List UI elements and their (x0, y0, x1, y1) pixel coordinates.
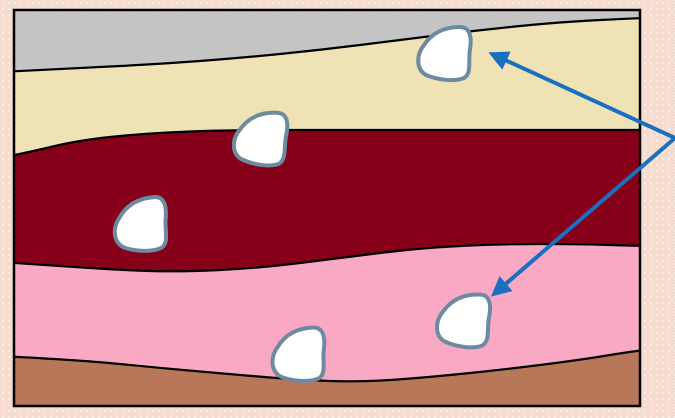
layers-group (0, 0, 675, 418)
stratified-layers-diagram (0, 0, 675, 418)
diagram-canvas (0, 0, 675, 418)
